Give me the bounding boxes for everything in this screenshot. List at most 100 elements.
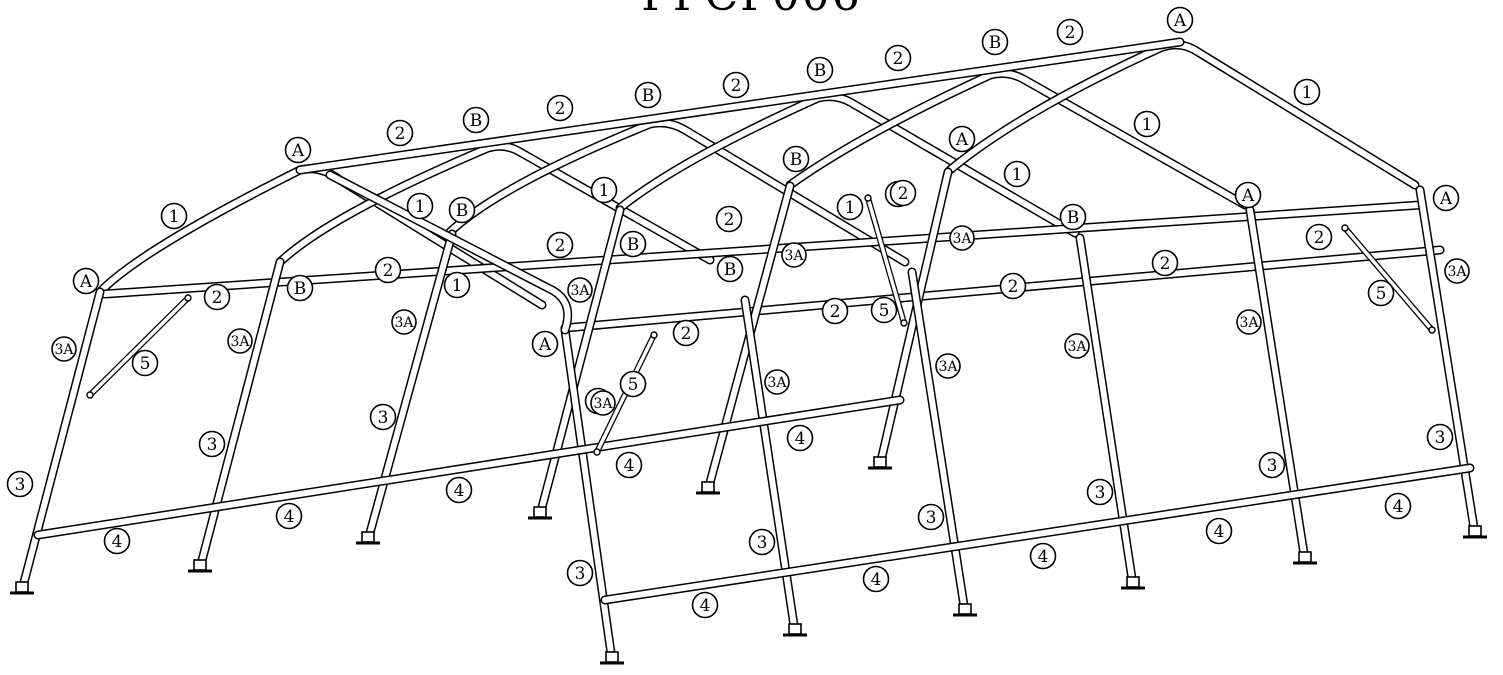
callout-circle <box>284 136 312 164</box>
callout-circle <box>198 430 226 458</box>
callout-label: 3A <box>938 359 958 375</box>
part-callout: 2 <box>999 272 1027 300</box>
callout-label: A <box>291 141 305 161</box>
callout-label: 1 <box>1142 115 1153 135</box>
part-callout: 2 <box>715 205 743 233</box>
arch-pipe <box>785 68 1250 210</box>
callout-label: 2 <box>212 288 223 308</box>
callout-circle <box>1086 478 1114 506</box>
part-callout: 5 <box>870 296 898 324</box>
callout-circle <box>1064 333 1090 359</box>
part-callout: 3 <box>1086 478 1114 506</box>
callout-circle <box>862 565 890 593</box>
callout-circle <box>1003 160 1031 188</box>
part-callout: 3A <box>781 242 807 268</box>
part-callout: B <box>286 274 314 302</box>
part-callout: 3 <box>748 528 776 556</box>
callout-label: 4 <box>624 456 635 476</box>
leg-pipe <box>363 229 457 545</box>
callout-circle <box>889 179 917 207</box>
callout-label: 4 <box>700 596 711 616</box>
callout-circle <box>1151 249 1179 277</box>
callout-circle <box>1444 258 1470 284</box>
callout-circle <box>1234 181 1262 209</box>
part-callout: 4 <box>275 502 303 530</box>
callout-label: 5 <box>879 301 890 321</box>
callout-circle <box>806 56 834 84</box>
part-callout: A <box>948 125 976 153</box>
callout-circle <box>462 106 490 134</box>
part-callout: B <box>619 230 647 258</box>
part-callout: 3A <box>51 336 77 362</box>
callout-circle <box>546 231 574 259</box>
callout-circle <box>949 225 975 251</box>
leg-pipe <box>1245 205 1310 565</box>
part-callout: 3A <box>1064 333 1090 359</box>
arch-pipe <box>615 92 1080 238</box>
part-callout: 3A <box>590 390 616 416</box>
part-callout: B <box>806 56 834 84</box>
foot-plate <box>1463 525 1487 539</box>
callout-circle <box>51 336 77 362</box>
callout-circle <box>764 369 790 395</box>
callout-label: 3A <box>570 283 590 299</box>
callout-circle <box>836 193 864 221</box>
callout-circle <box>615 451 643 479</box>
callout-circle <box>160 202 188 230</box>
part-callout: 4 <box>786 424 814 452</box>
callout-label: 4 <box>454 481 465 501</box>
callout-label: 4 <box>284 507 295 527</box>
leg-pipe <box>1075 233 1138 590</box>
callout-label: 2 <box>898 184 909 204</box>
part-callout: 2 <box>374 256 402 284</box>
callout-circle <box>590 390 616 416</box>
diagonal-brace <box>1341 224 1436 334</box>
arch-pipe <box>945 40 1420 190</box>
leg-pipe <box>1415 185 1480 539</box>
callout-circle <box>1426 423 1454 451</box>
callout-circle <box>531 330 559 358</box>
callout-label: 1 <box>169 207 180 227</box>
callout-label: 1 <box>599 181 610 201</box>
part-callout: 4 <box>445 476 473 504</box>
callout-circle <box>781 242 807 268</box>
foot-plate <box>953 603 977 617</box>
callout-circle <box>691 591 719 619</box>
callout-label: 1 <box>1302 83 1313 103</box>
part-callout: 5 <box>619 370 647 398</box>
leg-pipe <box>875 167 953 470</box>
callout-circle <box>1367 279 1395 307</box>
callout-label: B <box>989 33 1002 53</box>
leg-pipe <box>195 257 285 573</box>
callout-label: 3A <box>394 315 414 331</box>
callout-circle <box>1384 492 1412 520</box>
part-callout: B <box>462 106 490 134</box>
callout-circle <box>1056 18 1084 46</box>
callout-circle <box>72 267 100 295</box>
callout-label: B <box>294 279 307 299</box>
part-callout: 4 <box>862 565 890 593</box>
callout-circle <box>566 559 594 587</box>
part-callout: B <box>1059 203 1087 231</box>
callout-circle <box>782 145 810 173</box>
callout-label: 3 <box>15 475 26 495</box>
callout-circle <box>227 328 253 354</box>
callout-label: B <box>1067 208 1080 228</box>
frame-pipes <box>17 37 1480 665</box>
callout-label: 2 <box>681 324 692 344</box>
leg-pipe <box>907 267 970 617</box>
callout-circle <box>722 71 750 99</box>
part-callout: 3 <box>1426 423 1454 451</box>
part-callout: 2 <box>889 179 917 207</box>
part-callout: 4 <box>103 527 131 555</box>
frame-feet <box>10 456 1487 665</box>
callout-label: 4 <box>1214 522 1225 542</box>
callout-circle <box>1258 451 1286 479</box>
callout-circle <box>948 125 976 153</box>
arch-pipe <box>275 141 715 267</box>
foot-plate <box>10 581 34 595</box>
part-callout: B <box>782 145 810 173</box>
callout-label: 3 <box>1095 483 1106 503</box>
callout-circle <box>445 476 473 504</box>
